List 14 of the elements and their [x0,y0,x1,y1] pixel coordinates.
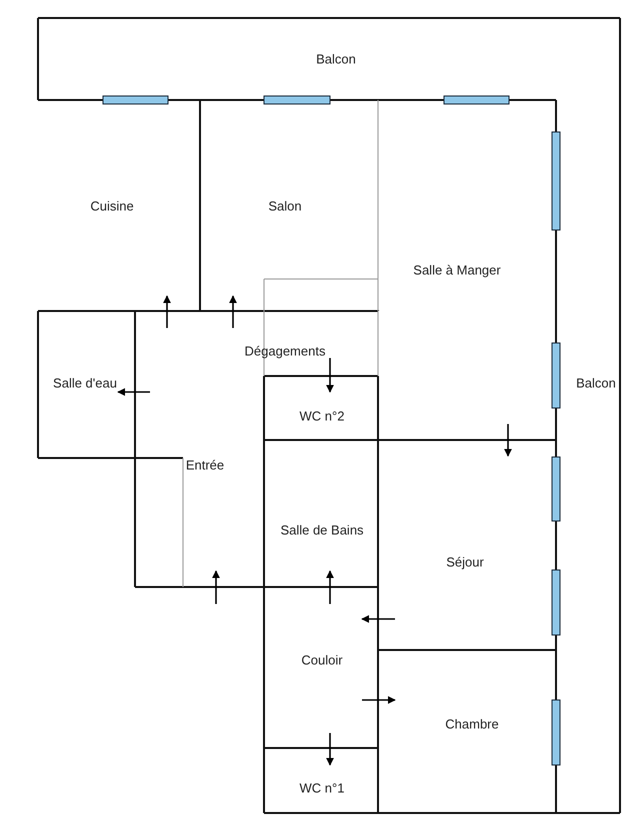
room-label: Salle de Bains [280,522,364,538]
room-label: Couloir [301,652,343,668]
room-label: Balcon [316,52,356,66]
room-label: Séjour [446,554,484,570]
room-label: Salle à Manger [413,262,501,278]
room-label: WC n°1 [300,780,344,796]
room-label: WC n°2 [300,408,344,424]
room-label: Entrée [186,458,224,472]
room-label: Salle d'eau [53,376,117,390]
room-label: Cuisine [90,198,134,214]
room-label: Dégagements [244,344,326,358]
room-label: Salon [268,198,302,214]
room-label: Balcon [576,376,616,390]
room-label: Chambre [445,716,499,732]
